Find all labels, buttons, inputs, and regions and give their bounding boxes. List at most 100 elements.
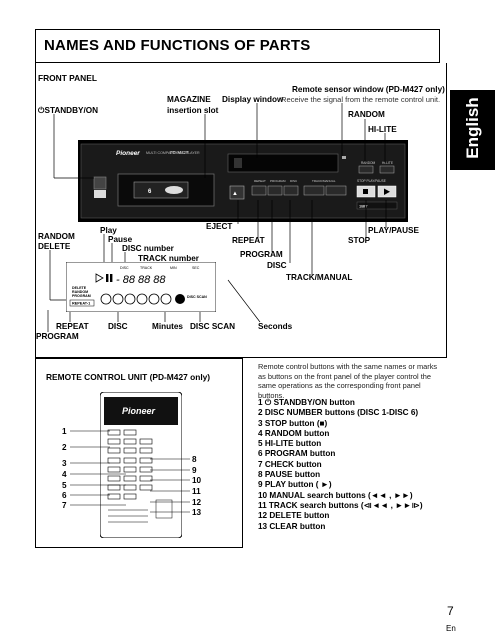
- device-model: PD-M427: [170, 150, 189, 155]
- list-item: 1 ⏻ STANDBY/ON button: [258, 398, 355, 407]
- standby-indicator: [94, 190, 106, 198]
- svg-text:DISC SCAN: DISC SCAN: [187, 295, 207, 299]
- emblem-label: 1BIT: [359, 204, 368, 209]
- hilite-label: HI-LITE: [368, 125, 397, 134]
- svg-text:DELETE: DELETE: [72, 286, 87, 290]
- repeat-label: REPEAT: [232, 236, 265, 245]
- repeat-indicator-label: REPEAT: [56, 322, 89, 331]
- standby-label: ⏻STANDBY/ON: [38, 106, 99, 115]
- eject-label: EJECT: [206, 222, 233, 231]
- remote-callout-6: 6: [62, 491, 67, 500]
- play-icon: [384, 188, 390, 195]
- remote-callout-2: 2: [62, 443, 67, 452]
- svg-text:PROGRAM: PROGRAM: [270, 179, 286, 183]
- remote-callout-13: 13: [192, 508, 202, 517]
- remote-buttons: [107, 429, 153, 500]
- svg-text:DISC: DISC: [290, 179, 298, 183]
- stop-icon: [363, 189, 368, 194]
- lcd-indicator-list: DELETE RANDOM PROGRAM: [72, 286, 91, 298]
- lcd-detail: DISC TRACK MIN SEC - 88 88 88 DELETE RAN…: [66, 262, 216, 312]
- track-number-label: TRACK number: [138, 254, 199, 263]
- svg-text:▲: ▲: [232, 191, 238, 197]
- track-manual-button[interactable]: [303, 185, 325, 196]
- repeat-button[interactable]: [251, 185, 267, 196]
- track-manual-label: TRACK/MANUAL: [286, 273, 353, 282]
- program-button[interactable]: [267, 185, 283, 196]
- svg-text:RANDOM: RANDOM: [361, 161, 376, 165]
- remote-callout-3: 3: [62, 459, 67, 468]
- svg-text:REPEAT: REPEAT: [254, 179, 266, 183]
- disc-indicators: [100, 293, 172, 305]
- device-brand: Pioneer: [116, 150, 140, 157]
- eject-button[interactable]: [229, 185, 245, 200]
- list-item: 3 STOP button (■): [258, 418, 328, 428]
- remote-sensor-desc: Receive the signal from the remote contr…: [281, 95, 441, 104]
- device-model-caption: MULTI COMPACT DISC PLAYER: [146, 151, 200, 155]
- random-label: RANDOM: [348, 110, 385, 119]
- front-button-labels: REPEAT PROGRAM DISC TRACK/MANUAL: [254, 179, 336, 183]
- svg-text:HI-LITE: HI-LITE: [382, 161, 393, 165]
- list-item: 2 DISC NUMBER buttons (DISC 1-DISC 6): [258, 408, 419, 418]
- pause-indicator-icon: [106, 274, 109, 282]
- standby-button[interactable]: [93, 176, 107, 190]
- svg-text:DISC: DISC: [120, 266, 129, 270]
- list-item: 9 PLAY button ( ►): [258, 480, 332, 490]
- page-title: NAMES AND FUNCTIONS OF PARTS: [35, 29, 440, 63]
- magazine-slot-label: insertion slot: [167, 106, 219, 115]
- track-manual-forward-button[interactable]: [325, 185, 347, 196]
- magazine-number: 6: [148, 189, 152, 195]
- language-code: En: [446, 624, 456, 633]
- disc-button[interactable]: [283, 185, 299, 196]
- disc-label: DISC: [267, 261, 287, 270]
- svg-text:PROGRAM: PROGRAM: [72, 294, 91, 298]
- disc-indicator-label: DISC: [108, 322, 128, 331]
- remote-callout-4: 4: [62, 470, 67, 479]
- disc-number-label: DISC number: [122, 244, 174, 253]
- remote-callout-8: 8: [192, 455, 197, 464]
- remote-callout-1: 1: [62, 427, 67, 436]
- svg-text:TRACK: TRACK: [140, 266, 153, 270]
- random-indicator-label: RANDOM: [38, 232, 75, 241]
- remote-callout-11: 11: [192, 487, 201, 496]
- play-indicator-icon: [95, 273, 104, 283]
- minutes-label: Minutes: [152, 322, 183, 331]
- disc-scan-label: DISC SCAN: [190, 322, 236, 331]
- list-item: 7 CHECK button: [258, 459, 322, 469]
- list-item: 11 TRACK search buttons (⧏◄◄ , ►►⧐): [258, 500, 423, 510]
- svg-text:MIN: MIN: [170, 266, 177, 270]
- delete-indicator-label: DELETE: [38, 242, 71, 251]
- svg-text:STOP PLAY/PAUSE: STOP PLAY/PAUSE: [357, 179, 386, 183]
- remote-sensor-label: Remote sensor window (PD-M427 only): [292, 85, 445, 94]
- list-item: 12 DELETE button: [258, 511, 330, 521]
- list-item: 6 PROGRAM button: [258, 449, 336, 459]
- magazine-label: MAGAZINE: [167, 95, 211, 104]
- hilite-button[interactable]: [379, 165, 395, 174]
- stop-label: STOP: [348, 236, 371, 245]
- seconds-label: Seconds: [258, 322, 293, 331]
- list-item: 8 PAUSE button: [258, 470, 321, 480]
- lcd-headers: DISC TRACK MIN SEC: [120, 266, 200, 270]
- remote-callout-9: 9: [192, 466, 197, 475]
- svg-text:TRACK/MANUAL: TRACK/MANUAL: [312, 179, 336, 183]
- remote-callout-10: 10: [192, 476, 202, 485]
- power-icon: ⏻: [38, 106, 45, 115]
- svg-text:RANDOM: RANDOM: [72, 290, 88, 294]
- list-item: 4 RANDOM button: [258, 428, 330, 438]
- remote-button-list: 1 ⏻ STANDBY/ON button 2 DISC NUMBER butt…: [258, 398, 423, 532]
- remote-callout-12: 12: [192, 498, 202, 507]
- front-panel-illustration: Pioneer MULTI COMPACT DISC PLAYER PD-M42…: [78, 140, 408, 222]
- list-item: 13 CLEAR button: [258, 521, 326, 531]
- remote-callout-7: 7: [62, 501, 67, 510]
- remote-sensor: [342, 156, 346, 159]
- remote-description: Remote control buttons with the same nam…: [258, 362, 438, 400]
- random-button[interactable]: [358, 165, 374, 174]
- lcd-segments: - 88 88 88: [116, 274, 166, 286]
- repeat-indicator: REPEAT-1: [72, 302, 90, 306]
- play-indicator-label: Play: [100, 226, 117, 235]
- disc-logo: [165, 186, 183, 194]
- front-panel-section: [35, 63, 447, 358]
- program-indicator-label: PROGRAM: [36, 332, 79, 341]
- remote-callout-5: 5: [62, 481, 67, 490]
- language-tab: English: [450, 90, 495, 170]
